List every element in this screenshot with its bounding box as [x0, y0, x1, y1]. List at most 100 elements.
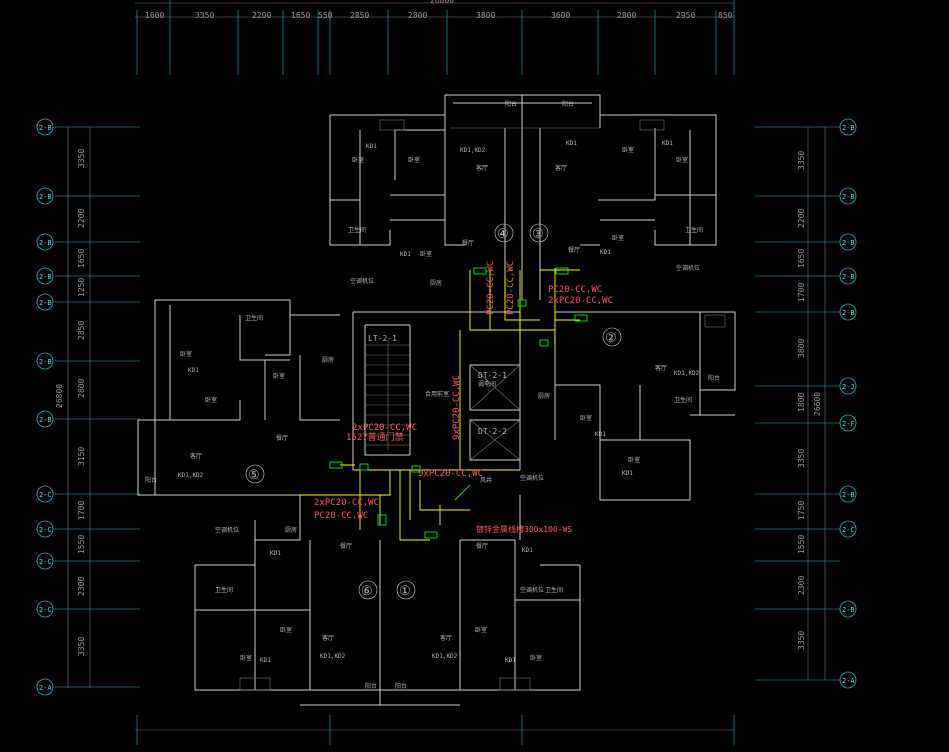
room-label: 弱电间: [478, 380, 496, 388]
right-dim-9: 1550: [797, 535, 806, 554]
right-axis-8: 2-B: [842, 491, 855, 499]
right-dimension-chain: 26600 3350 2200 1650 1700 3800 1800 3350…: [755, 126, 840, 681]
room-label: 空调机位: [676, 264, 700, 272]
right-axis-4: 2-B: [842, 273, 855, 281]
room-label: 餐厅: [568, 246, 580, 254]
right-axis-1: 2-B: [842, 124, 855, 132]
room-label: 卧室: [273, 372, 285, 380]
box-label: KD1,KD2: [320, 653, 346, 660]
room-label: 厨房: [285, 526, 297, 534]
right-dim-7: 3350: [797, 449, 806, 468]
box-label: KD1: [188, 367, 199, 374]
left-axis-12: 2-A: [39, 684, 52, 692]
right-total-dim: 26600: [813, 392, 822, 416]
box-label: KD1: [662, 140, 673, 147]
room-label: 卧室: [205, 396, 217, 404]
room-label: 餐厅: [476, 542, 488, 550]
left-dim-9: 1550: [77, 535, 86, 554]
right-dim-1: 3350: [797, 151, 806, 170]
left-dim-5: 2850: [77, 321, 86, 340]
left-axis-bubbles: 2-B 2-B 2-B 2-B 2-B 2-B 2-B 2-C 2-C 2-C …: [36, 118, 54, 696]
box-label: KD1: [505, 657, 516, 664]
box-label: KD1,KD2: [460, 147, 486, 154]
room-label: 卫生间: [245, 314, 263, 322]
room-label: 卫生间: [348, 226, 366, 234]
box-label: KD1: [270, 550, 281, 557]
box-label: KD1: [400, 251, 411, 258]
right-axis-2: 2-B: [842, 193, 855, 201]
unit-number-3: ③: [532, 227, 544, 242]
cable-label-mid-left-b: 1527普通门禁: [346, 431, 404, 443]
left-dim-1: 3350: [77, 149, 86, 168]
right-axis-6: 2-J: [842, 383, 855, 391]
cable-label-mid-vertical: 9xPC20-CC,WC: [452, 375, 462, 440]
cable-label-mid-left-a: 2xPC20-CC,WC: [352, 423, 417, 433]
room-label: 阳台: [562, 100, 574, 108]
right-axis-bubbles: 2-B 2-B 2-B 2-B 2-B 2-J 2-F 2-B 2-C 2-B …: [839, 118, 857, 689]
left-axis-6: 2-B: [39, 358, 52, 366]
right-dim-3: 1650: [797, 249, 806, 268]
elevator-label-2: DT-2-2: [478, 427, 507, 436]
room-label: 卧室: [580, 414, 592, 422]
right-dim-4: 1700: [797, 283, 806, 302]
box-label: KD1: [522, 547, 533, 554]
room-label: 卫生间: [674, 396, 692, 404]
box-label: KD1: [260, 657, 271, 664]
room-label: 客厅: [440, 634, 452, 642]
room-label: 空调机位: [215, 526, 239, 534]
core-labels: LT-2-1 DT-2-1 DT-2-2: [368, 334, 507, 436]
room-label: 卧室: [240, 654, 252, 662]
box-label: KD1,KD2: [178, 472, 204, 479]
top-dim-8: 3800: [476, 11, 495, 20]
unit-number-2: ②: [605, 331, 617, 346]
cable-label-vert-b: PC20-CC,WC: [506, 261, 516, 315]
room-label: 卧室: [628, 456, 640, 464]
top-dim-9: 3600: [551, 11, 570, 20]
right-dim-6: 1800: [797, 393, 806, 412]
cable-annotations: PC20-CC,WC 2xPC20-CC,WC PC20-CC,WC PC20-…: [314, 261, 613, 534]
unit-number-4: ④: [497, 227, 509, 242]
left-total-dim: 26800: [55, 384, 64, 408]
room-label: 餐厅: [462, 239, 474, 247]
room-label: 阳台: [145, 476, 157, 484]
left-dimension-chain: 26800 3350 2200 1650 1250 2850 2800 3150…: [55, 126, 140, 688]
room-label: 卫生间: [685, 226, 703, 234]
unit-numbers: ④ ③ ② ⑤ ⑥ ①: [245, 223, 622, 600]
right-axis-10: 2-B: [842, 606, 855, 614]
room-label: 卫生间: [545, 586, 563, 594]
room-label: 空调机位: [350, 277, 374, 285]
right-axis-5: 2-B: [842, 309, 855, 317]
cable-label-trunk: 镀锌金属线槽300x100-WS: [476, 524, 572, 534]
right-dim-2: 2200: [797, 209, 806, 228]
left-dim-4: 1250: [77, 278, 86, 297]
top-dim-3: 2200: [252, 11, 271, 20]
right-dim-5: 3800: [797, 339, 806, 358]
left-dim-7: 3150: [77, 447, 86, 466]
right-dim-11: 3350: [797, 631, 806, 650]
left-dim-11: 3350: [77, 637, 86, 656]
top-dim-4: 1650: [291, 11, 310, 20]
stair-treads: [365, 340, 410, 450]
top-dim-12: 850: [718, 11, 733, 20]
right-axis-9: 2-C: [842, 526, 855, 534]
room-label: 卧室: [280, 626, 292, 634]
top-dim-10: 2800: [617, 11, 636, 20]
top-dim-11: 2950: [676, 11, 695, 20]
room-label: 厨房: [430, 279, 442, 287]
left-dim-8: 1700: [77, 501, 86, 520]
box-label: KD1: [566, 140, 577, 147]
box-label: KD1: [622, 470, 633, 477]
room-label: 卧室: [408, 156, 420, 164]
left-axis-2: 2-B: [39, 193, 52, 201]
room-label: 客厅: [190, 452, 202, 460]
cable-label-top-b: 2xPC20-CC,WC: [548, 296, 613, 306]
room-label: 厨房: [322, 356, 334, 364]
room-label: 餐厅: [340, 542, 352, 550]
unit-number-5: ⑤: [248, 468, 260, 483]
cable-routing: [300, 268, 580, 541]
top-dim-7: 2800: [408, 11, 427, 20]
room-label: 卧室: [612, 234, 624, 242]
building-outline: [137, 94, 736, 706]
